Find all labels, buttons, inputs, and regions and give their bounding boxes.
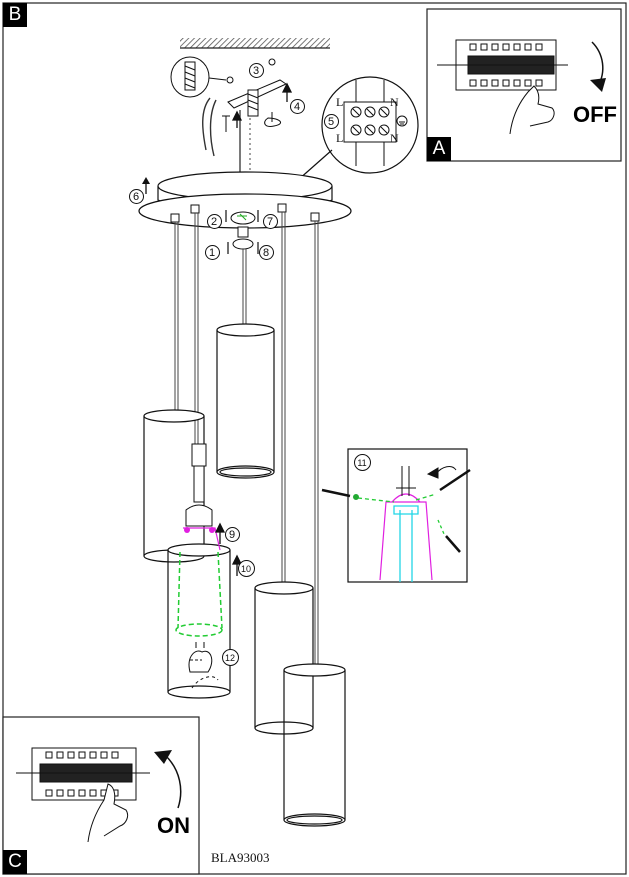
terminal-block: [343, 80, 408, 166]
light-bulb: [188, 642, 213, 673]
panel-a-label: A: [427, 137, 451, 161]
terminal-label-n-bottom: N: [390, 131, 399, 145]
step-number-8: 8: [258, 244, 274, 260]
model-code: BLA93003: [211, 850, 270, 865]
step-number-10: 10: [237, 559, 255, 577]
step-number-2: 2: [206, 213, 222, 229]
terminal-label-n-top: N: [390, 95, 399, 109]
arrow-head-on: [154, 750, 172, 764]
step-number-9: 9: [224, 526, 240, 542]
lamp-holder: [185, 443, 213, 527]
highlight-shade-outline: [175, 527, 223, 637]
step-number-11: 11: [353, 453, 371, 471]
hand-off-icon: [509, 85, 555, 135]
breaker-panel-on: [16, 747, 150, 801]
detail-11-frame: [347, 448, 468, 583]
arrow-head-off: [590, 78, 606, 92]
ceiling-canopy: [138, 171, 352, 229]
canopy-fixings: [170, 203, 320, 250]
pendant-cables: [174, 212, 319, 665]
mounting-bracket: [222, 58, 288, 132]
small-arrows: [225, 210, 259, 254]
step-number-12: 12: [221, 648, 239, 666]
step-arrows: [214, 522, 243, 576]
ceiling-hatch: [180, 38, 330, 48]
hand-on-icon: [87, 783, 129, 843]
step-number-3: 3: [248, 62, 264, 78]
step-arrows-top: [231, 82, 293, 128]
glass-shades: [143, 323, 346, 827]
breaker-panel-off: [437, 39, 568, 91]
wall-plug-detail: [170, 56, 234, 98]
step-number-6: 6: [128, 188, 144, 204]
panel-b-label: B: [3, 3, 27, 27]
step-number-1: 1: [204, 244, 220, 260]
step-number-4: 4: [289, 98, 305, 114]
supply-cable: [202, 97, 217, 157]
rotate-up-arrow: [165, 755, 182, 809]
step-number-7: 7: [262, 213, 278, 229]
on-label: ON: [157, 813, 190, 838]
panel-c-label: C: [3, 850, 27, 874]
terminal-block-callout: [297, 76, 419, 181]
detail-11-drawing: [321, 466, 471, 582]
off-label: OFF: [573, 102, 617, 127]
terminal-label-l-bottom: L: [336, 131, 344, 145]
terminal-label-l-top: L: [336, 95, 344, 109]
step-number-5: 5: [323, 113, 339, 129]
